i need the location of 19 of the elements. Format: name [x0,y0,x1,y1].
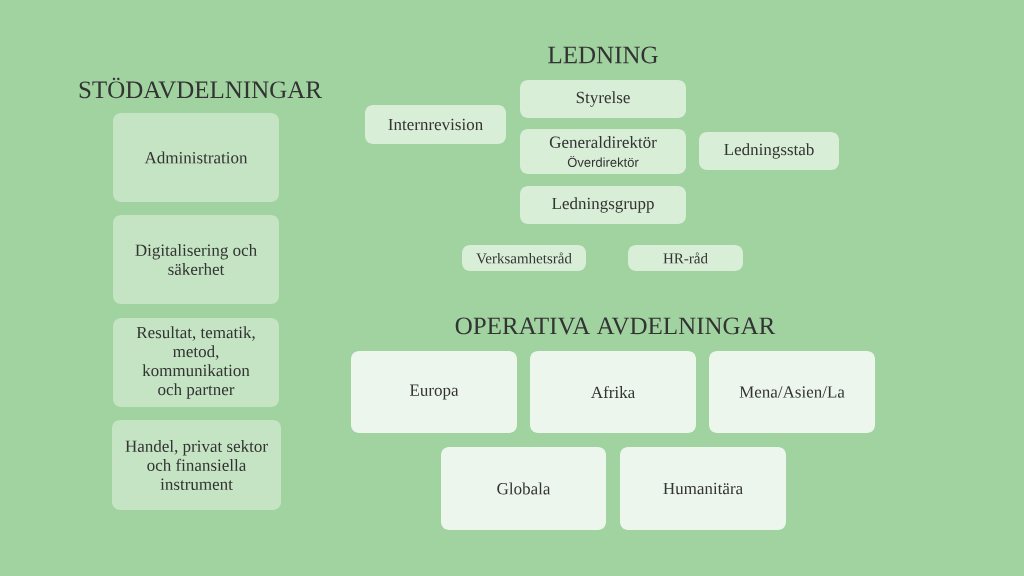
org-box: Administration [113,113,279,202]
org-box: Ledningsgrupp [520,186,686,224]
org-box: Mena/Asien/La [709,351,875,433]
org-box: Verksamhetsråd [462,245,586,271]
section-heading: OPERATIVA AVDELNINGAR [455,317,776,335]
org-box: Generaldirektör Överdirektör [520,129,686,174]
org-box: Handel, privat sektor och finansiella instrument [112,420,281,510]
org-box: HR-råd [628,245,743,271]
org-box: Humanitära [620,447,786,530]
section-heading: LEDNING [548,46,658,64]
org-box: Europa [351,351,517,433]
org-box: Globala [441,447,606,530]
org-box: Resultat, tematik, metod, kommunikation och partner [113,318,279,407]
org-box: Styrelse [520,80,686,118]
org-box: Afrika [530,351,696,433]
section-heading: STÖDAVDELNINGAR [79,77,322,99]
org-box: Digitalisering och säkerhet [113,215,279,304]
org-box: Ledningsstab [699,132,839,170]
org-box: Internrevision [365,105,506,144]
